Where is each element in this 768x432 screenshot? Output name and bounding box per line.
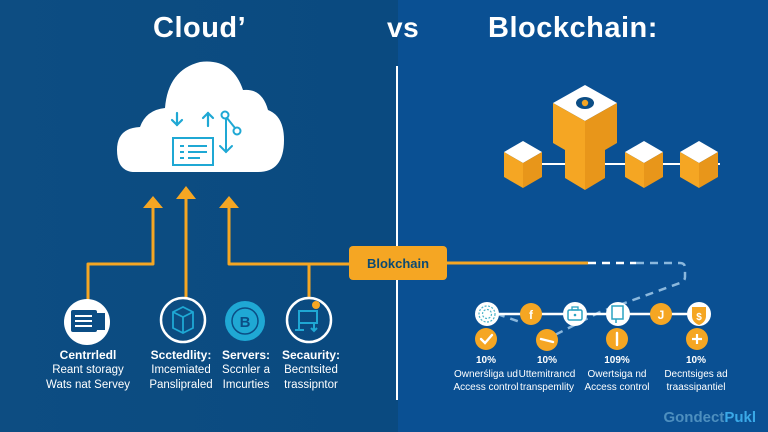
svg-text:f: f xyxy=(529,308,534,322)
vs-label: vs xyxy=(387,12,420,43)
stat-line: traassipantiel xyxy=(666,382,726,393)
center-divider xyxy=(396,66,398,400)
fingerprint-icon xyxy=(475,302,499,326)
blockchain-connector-label[interactable]: Blokchain xyxy=(349,246,447,280)
stat-line: transpemlity xyxy=(520,382,574,393)
stat-line: Ownerśliga ud xyxy=(454,369,518,380)
brand-part2: Pukl xyxy=(724,409,756,426)
feature-line: Imcemiated xyxy=(151,364,211,376)
blockchain-cubes-icon xyxy=(504,85,720,190)
stat-percent: 10% xyxy=(685,355,706,366)
feature-scalability: Scctedlity: Imcemiated Panslipraled xyxy=(146,347,216,393)
stat-line: Decntsiges ad xyxy=(664,369,728,380)
stat-percent: 10% xyxy=(475,355,496,366)
sync-branch-icon xyxy=(219,110,242,154)
feature-heading: Secaurity: xyxy=(281,348,341,362)
check-icon xyxy=(475,328,497,350)
feature-line: trassipntor xyxy=(284,379,338,391)
svg-text:J: J xyxy=(658,308,665,322)
stat-percent: 109% xyxy=(604,355,630,366)
cloud-icon xyxy=(117,61,284,172)
cloud-connector-lines xyxy=(86,198,588,300)
j-glyph-icon: J xyxy=(650,303,672,325)
dashed-connector xyxy=(496,261,687,342)
svg-text:B: B xyxy=(240,314,251,331)
feature-heading: Centrrledl xyxy=(59,348,117,362)
feature-servers: Servers: Sccnler a Imcurties xyxy=(214,347,278,393)
feature-security: Secaurity: Becntsited trassipntor xyxy=(278,347,344,393)
blockchain-title: Blockchain: xyxy=(488,12,658,44)
box-icon xyxy=(159,296,207,344)
minus-icon xyxy=(536,329,558,351)
svg-text:$: $ xyxy=(696,312,702,323)
feature-line: Imcurties xyxy=(222,379,270,391)
feature-line: Panslipraled xyxy=(149,379,213,391)
feature-line: Becntsited xyxy=(284,364,338,376)
stat-line: Owertsiga nd xyxy=(587,369,647,380)
brand-part1: Gondect xyxy=(663,409,725,426)
briefcase-icon xyxy=(563,302,587,326)
right-panel-background xyxy=(398,0,768,432)
download-arrow-icon xyxy=(170,111,184,127)
plus-icon xyxy=(686,328,708,350)
feature-line: Reant storagy xyxy=(52,364,124,376)
feature-centralized: Centrrledl Reant storagy Wats nat Servey xyxy=(44,347,132,393)
arrowheads xyxy=(143,186,239,208)
feature-heading: Scctedlity: xyxy=(150,348,212,362)
stat-ownership: 10% Ownerśliga ud Access control xyxy=(436,354,536,394)
stat-percent: 10% xyxy=(536,355,557,366)
stat-line: Access control xyxy=(584,382,650,393)
feature-line: Sccnler a xyxy=(222,364,270,376)
feature-line: Wats nat Servey xyxy=(46,379,130,391)
stat-decentralized: 10% Decntsiges ad traassipantiel xyxy=(646,354,746,394)
shield-dollar-icon: $ xyxy=(687,302,711,326)
f-glyph-icon: f xyxy=(520,303,542,325)
stat-access-control: 109% Owertsiga nd Access control xyxy=(567,354,667,394)
brand-logo: GondectPukl xyxy=(663,409,756,426)
server-file-icon xyxy=(64,299,110,345)
stat-line: Uttemitrancd xyxy=(518,369,576,380)
stat-transparency: 10% Uttemitrancd transpemlity xyxy=(497,354,597,394)
stat-line: Access control xyxy=(453,382,519,393)
upload-arrow-icon xyxy=(201,111,215,128)
cloud-title: Cloud’ xyxy=(153,12,247,44)
network-computer-icon xyxy=(285,296,333,344)
bar-icon xyxy=(606,328,628,350)
bitcoin-icon: B xyxy=(225,301,265,341)
tablet-icon xyxy=(606,302,630,326)
feature-heading: Servers: xyxy=(221,348,271,362)
database-table-icon xyxy=(172,137,214,166)
